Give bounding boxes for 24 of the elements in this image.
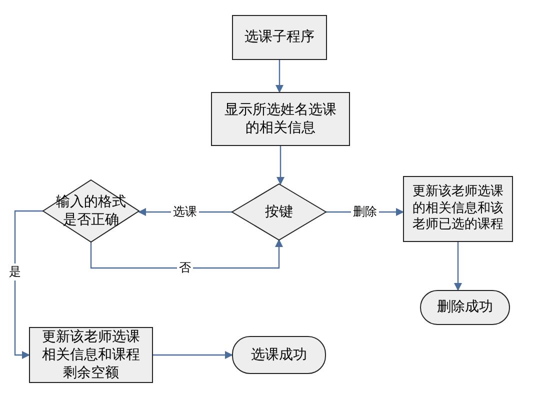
process-box <box>211 92 350 146</box>
node-text: 删除成功 <box>437 298 493 317</box>
node-text: 选课成功 <box>251 346 307 364</box>
terminal-box <box>232 336 326 374</box>
node-text: 更新该老师选课的相关信息和该老师已选的课程 <box>412 184 504 234</box>
node-text: 选课子程序 <box>244 28 314 47</box>
arrow <box>276 60 284 93</box>
arrow <box>14 210 43 359</box>
process-box <box>29 327 153 383</box>
node-text: 更新该老师选课相关信息和课程剩余空额 <box>41 328 141 382</box>
arrow <box>454 242 462 291</box>
arrow <box>276 146 284 185</box>
arrow <box>153 351 233 359</box>
process-box <box>403 176 513 242</box>
decision-diamond <box>232 184 326 240</box>
edge-label: 是 <box>7 264 23 280</box>
node-text: 按键 <box>265 202 293 222</box>
node-text: 显示所选姓名选课的相关信息 <box>224 100 338 138</box>
decision-diamond <box>43 180 139 242</box>
edge-label: 删除 <box>351 204 379 220</box>
node-text: 输入的格式是否正确 <box>55 192 127 230</box>
terminal-box <box>420 290 510 325</box>
process-box <box>232 15 327 60</box>
arrow <box>90 239 283 269</box>
